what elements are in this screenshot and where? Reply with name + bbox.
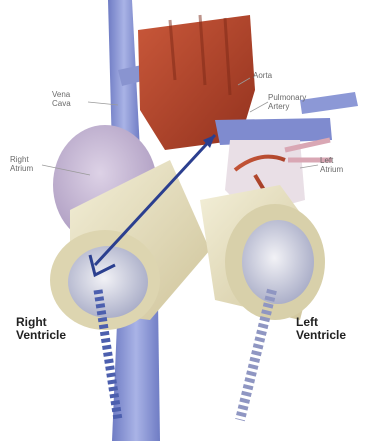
right-ventricle-label: Right Ventricle [16,316,66,342]
vena-cava-label: Vena Cava [52,90,71,108]
left-ventricle-label: Left Ventricle [296,316,346,342]
aorta-label: Aorta [253,71,272,80]
right-atrium-label: Right Atrium [10,155,33,173]
pulmonary-artery-label: Pulmonary Artery [268,93,306,111]
left-ventricle-device [200,185,325,320]
left-atrium-label: Left Atrium [320,156,343,174]
